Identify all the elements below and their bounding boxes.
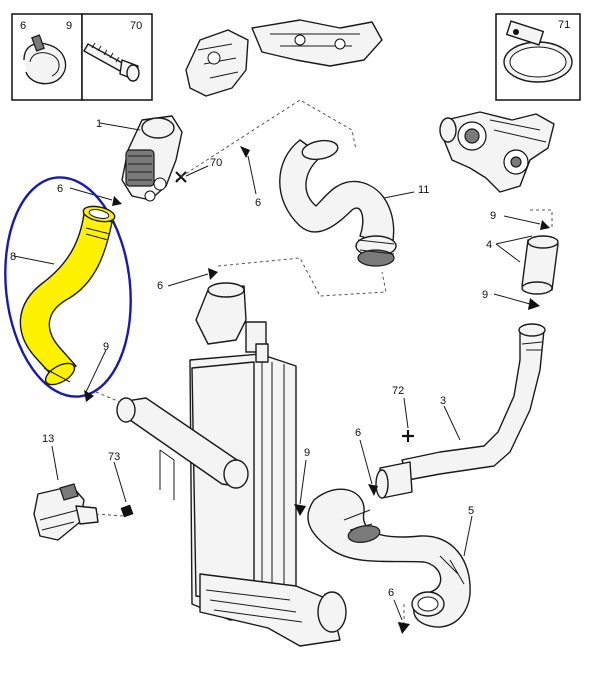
label-9-b: 9 — [304, 447, 310, 459]
intake-pipe-3[interactable] — [375, 323, 546, 499]
hose-clamp-icon — [503, 20, 573, 83]
intake-manifold-bracket[interactable] — [185, 19, 383, 97]
inset-label-70: 70 — [130, 20, 142, 32]
label-6-d: 6 — [355, 427, 361, 439]
label-6-a: 6 — [57, 183, 63, 195]
marker-6-c — [208, 268, 218, 280]
turbocharger[interactable] — [439, 111, 555, 193]
label-8: 8 — [10, 251, 16, 263]
bolt-icon — [83, 42, 140, 82]
inset-label-6: 6 — [20, 20, 26, 32]
pressure-sensor-13[interactable] — [33, 483, 99, 541]
inset-box-clip[interactable]: 6 9 — [11, 13, 83, 101]
label-6-c: 6 — [157, 280, 163, 292]
label-5: 5 — [468, 505, 474, 517]
hose-11[interactable] — [279, 138, 397, 267]
label-9-top: 9 — [490, 210, 496, 222]
label-11: 11 — [418, 184, 429, 196]
inset-label-9: 9 — [66, 20, 72, 32]
label-9-bottom: 9 — [482, 289, 488, 301]
highlight-ellipse — [4, 176, 132, 398]
highlighted-hose-8[interactable] — [0, 171, 141, 403]
bolt-70-marker[interactable]: 70 — [175, 157, 222, 183]
label-9-a: 9 — [103, 341, 109, 353]
charge-air-tube[interactable] — [116, 397, 249, 500]
label-13: 13 — [42, 433, 54, 445]
spring-clip-icon — [23, 34, 67, 85]
hose-5[interactable] — [307, 488, 471, 628]
marker-6-b — [240, 146, 250, 158]
throttle-body[interactable] — [121, 115, 183, 202]
inset-box-bolt[interactable]: 70 — [81, 13, 153, 101]
intake-filter-4[interactable] — [521, 235, 559, 295]
cross-marker-72 — [402, 430, 414, 442]
label-72: 72 — [392, 385, 404, 397]
nut-73-icon — [120, 504, 134, 518]
label-4: 4 — [486, 239, 492, 251]
label-3: 3 — [440, 395, 446, 407]
inset-box-clamp[interactable]: 71 — [495, 13, 581, 101]
label-70: 70 — [210, 157, 222, 169]
inset-label-71: 71 — [558, 19, 570, 31]
label-73: 73 — [108, 451, 120, 463]
label-6-e: 6 — [388, 587, 394, 599]
label-6-b: 6 — [255, 197, 261, 209]
label-1: 1 — [96, 118, 102, 130]
